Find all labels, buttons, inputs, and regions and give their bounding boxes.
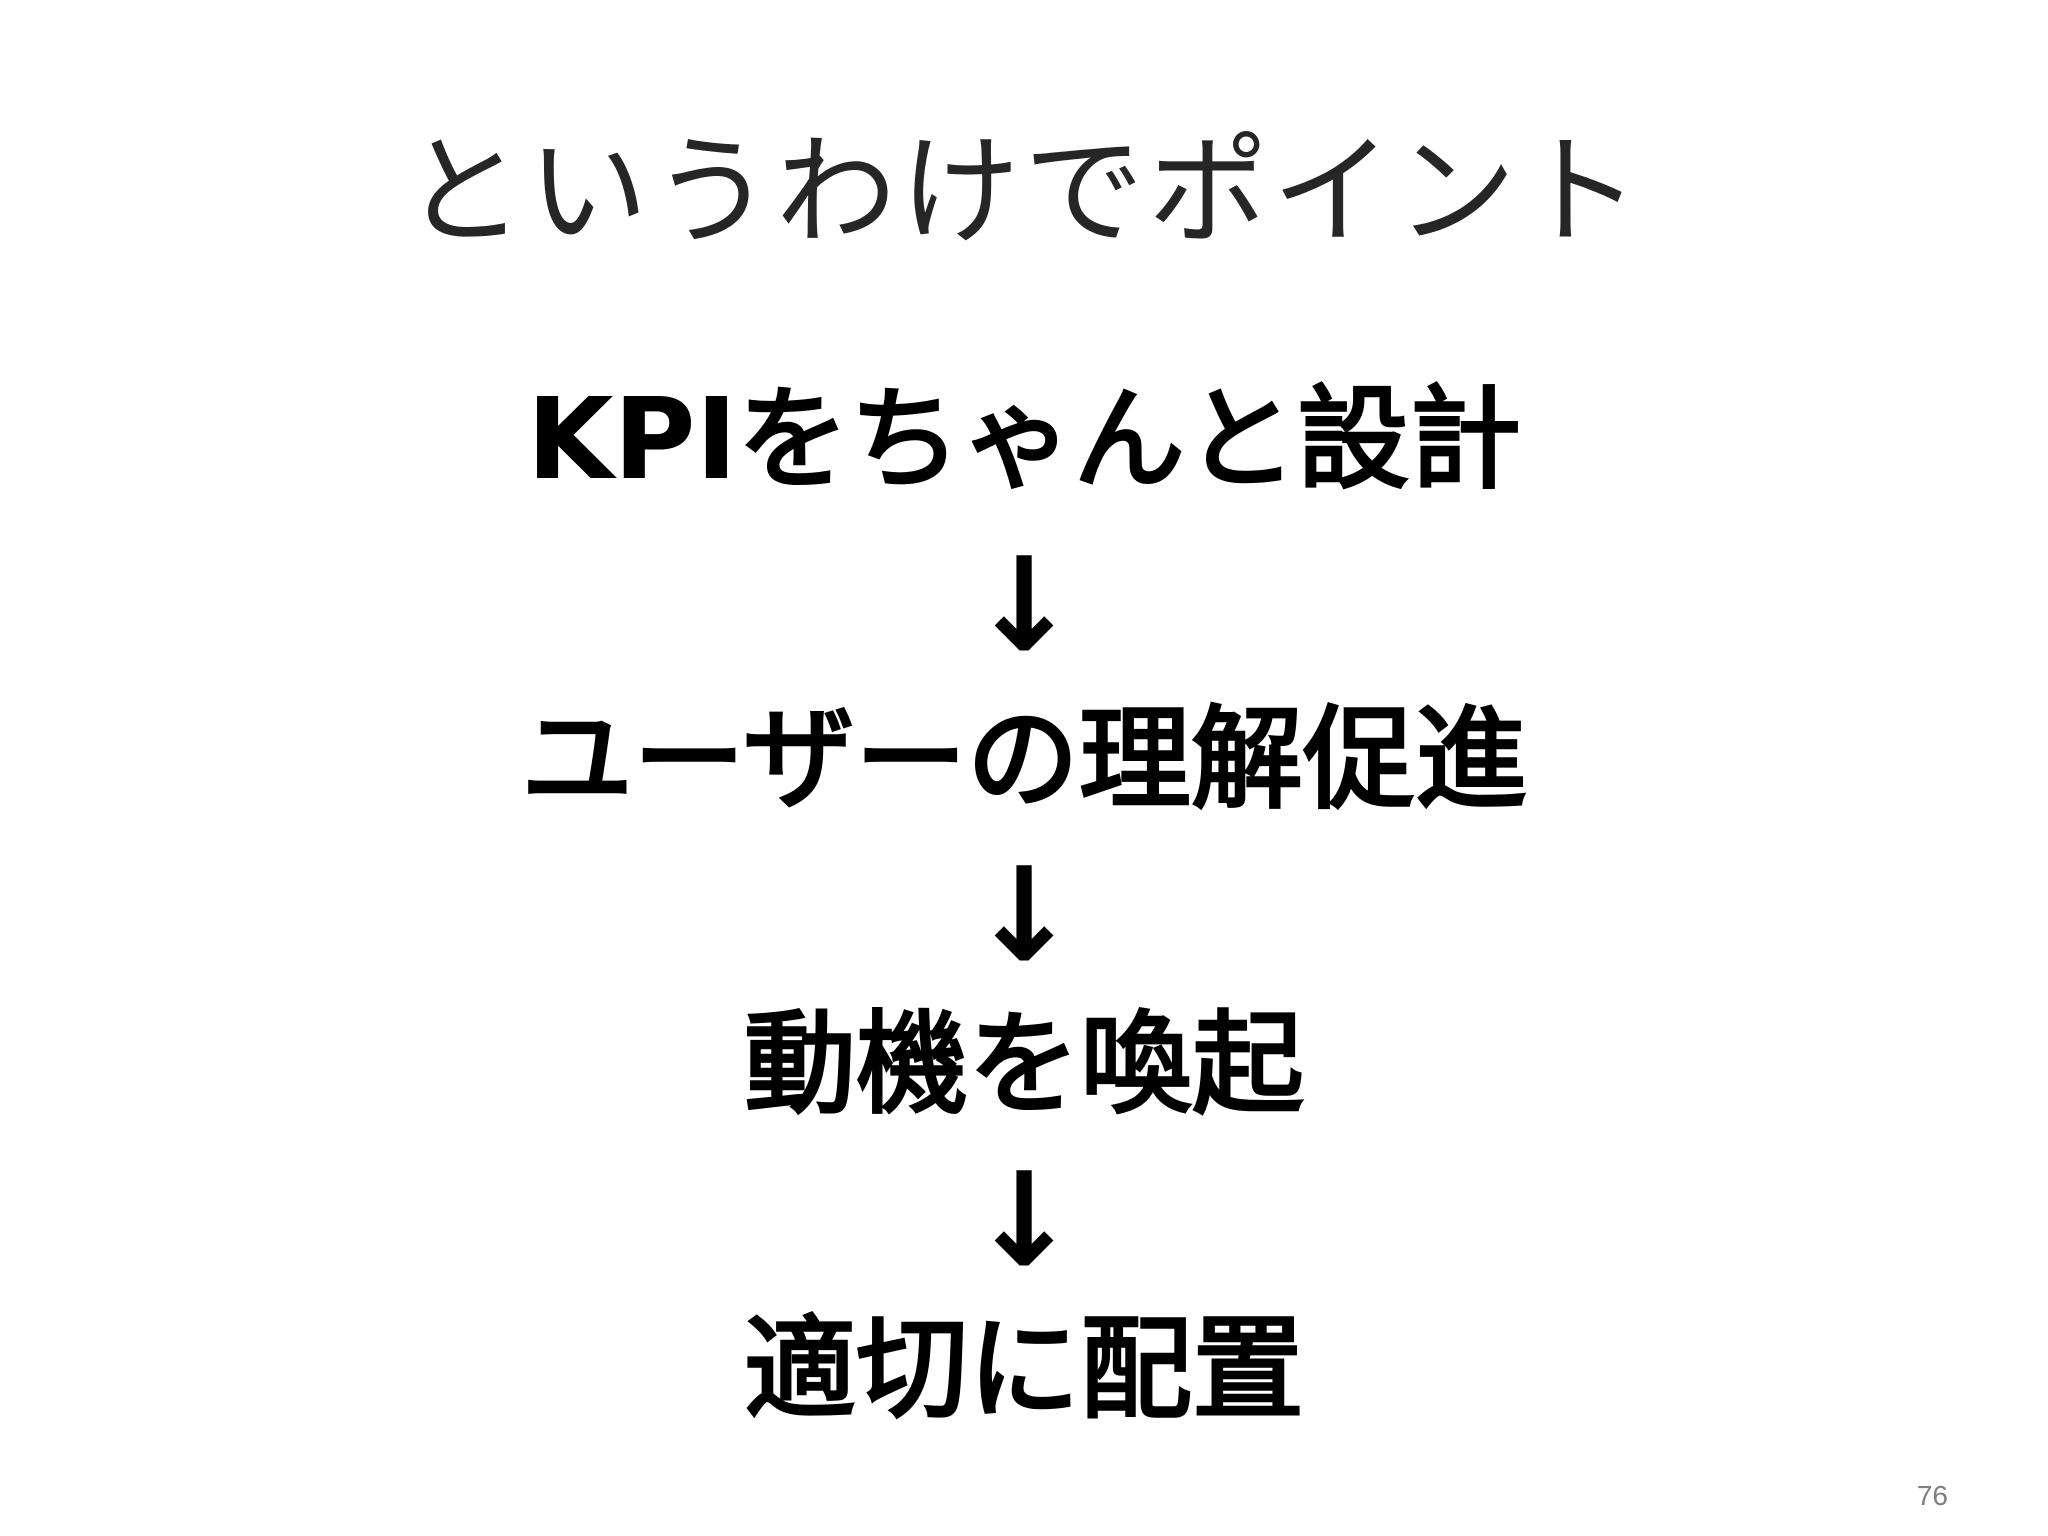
step-user-understanding: ユーザーの理解促進: [521, 695, 1527, 825]
down-arrow-icon: ↓: [969, 1144, 1079, 1296]
down-arrow-icon: ↓: [969, 529, 1079, 681]
step-kpi-design: KPIをちゃんと設計: [526, 375, 1522, 505]
step-motivation: 動機を喚起: [744, 1000, 1304, 1130]
slide-title: というわけでポイント: [404, 123, 1644, 262]
page-number: 76: [1916, 1480, 1948, 1511]
down-arrow-icon: ↓: [969, 839, 1079, 991]
step-placement: 適切に配置: [744, 1305, 1304, 1435]
